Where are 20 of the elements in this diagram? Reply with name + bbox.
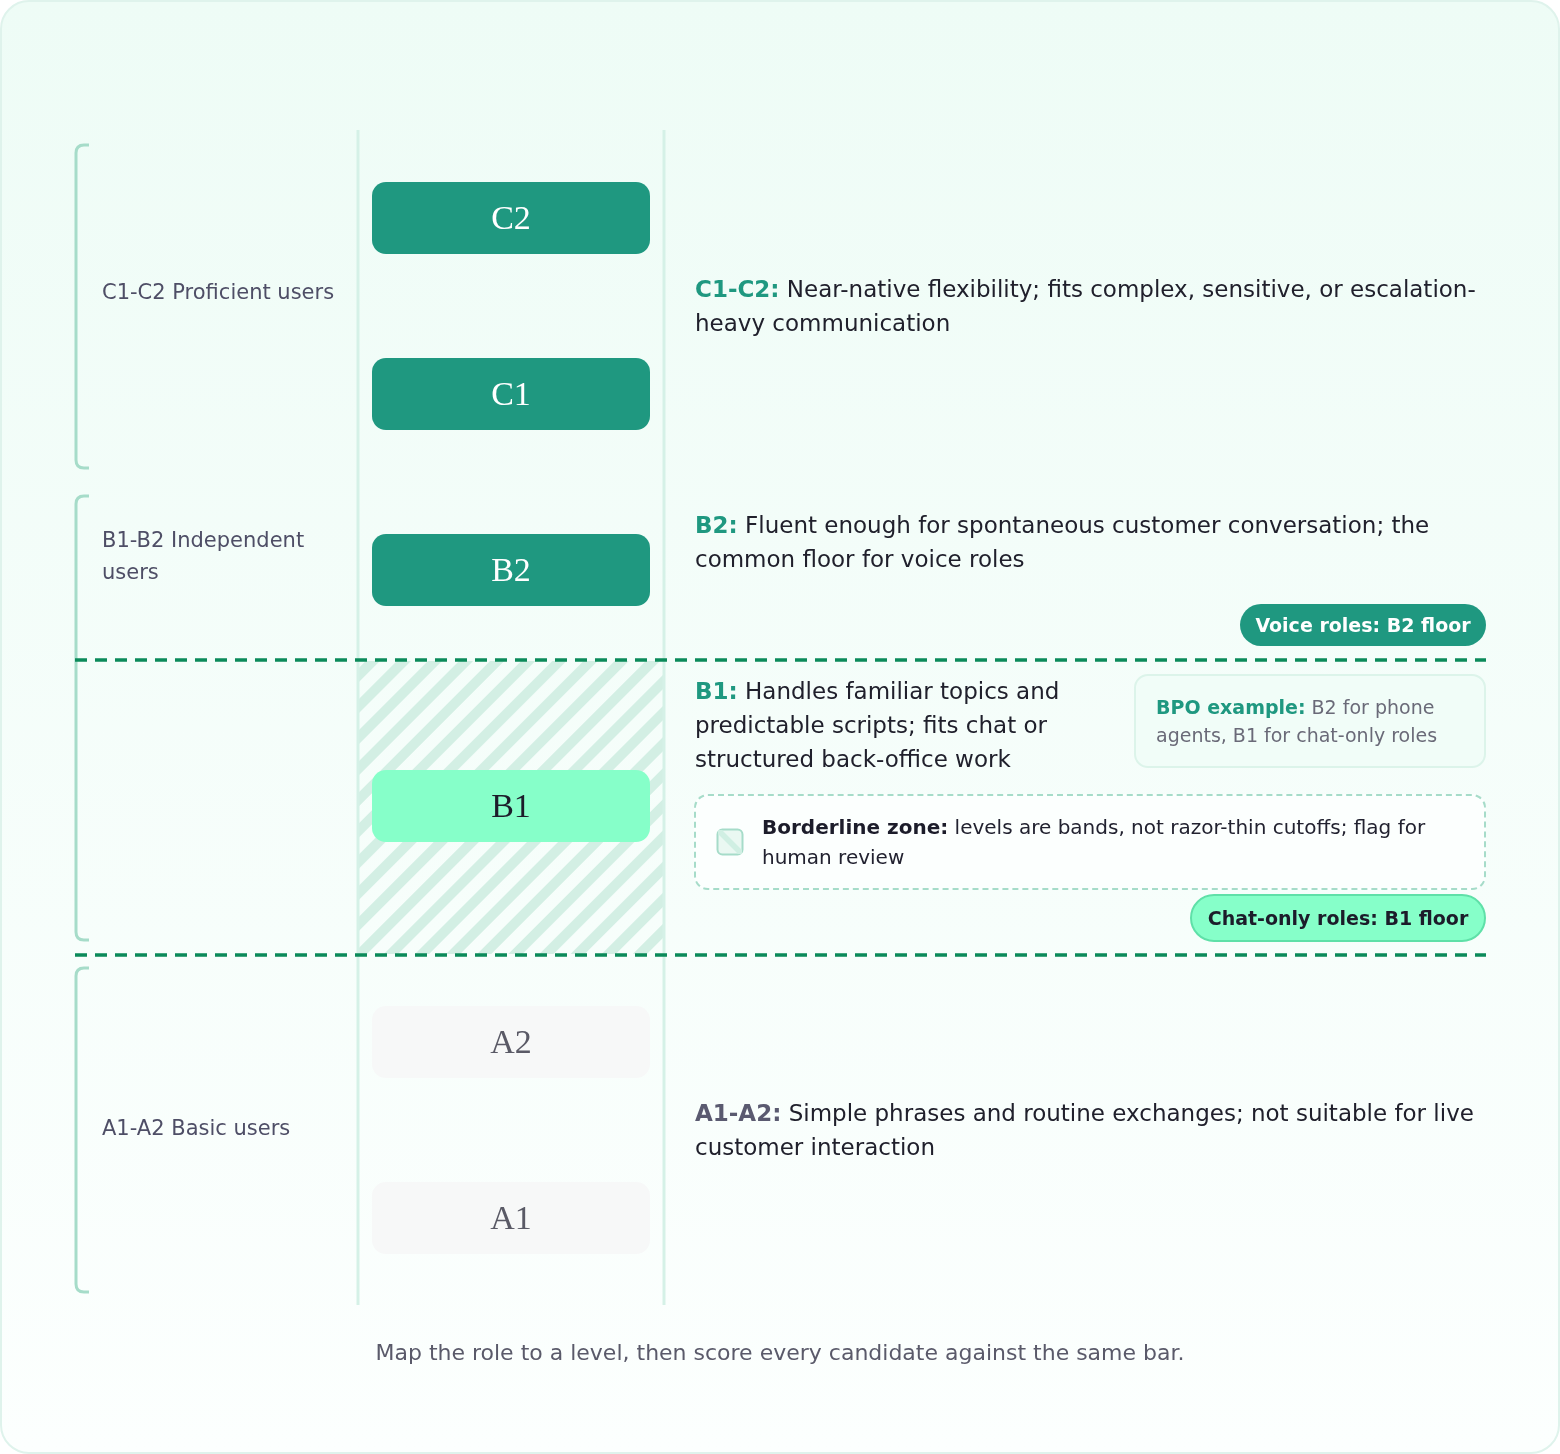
caption: Map the role to a level, then score every candidate against the same bar.	[374, 1340, 1186, 1365]
group-label: B1-B2 Independent users	[102, 527, 306, 586]
level-description: A1-A2: Simple phrases and routine exchanges; not suitable for live customer interaction	[695, 1099, 1475, 1163]
level-box: C1	[372, 358, 650, 430]
level-description: C1-C2: Near-native flexibility; fits complex, sensitive, or escalation-heavy communication	[695, 275, 1477, 339]
example-text: BPO example: B2 for phone agents, B1 for chat-only roles	[1156, 694, 1439, 748]
note-text: Borderline zone: levels are bands, not razor-thin cutoffs; flag for human review	[762, 814, 1427, 871]
level-description: B2: Fluent enough for spontaneous customer conversation; the common floor for voice roles	[695, 511, 1431, 575]
borderline-note	[694, 794, 1486, 890]
level-box: C2	[372, 182, 650, 254]
level-box: B2	[372, 534, 650, 606]
floor-badge: Voice roles: B2 floor	[1240, 604, 1486, 646]
level-box: A2	[372, 1006, 650, 1078]
level-description: B1: Handles familiar topics and predictable scripts; fits chat or structured back-office work	[695, 677, 1061, 775]
group-label: C1-C2 Proficient users	[102, 279, 336, 306]
example-note	[1134, 674, 1486, 768]
group-label: A1-A2 Basic users	[102, 1115, 292, 1142]
level-box: B1	[372, 770, 650, 842]
floor-badge: Chat-only roles: B1 floor	[1190, 894, 1486, 942]
level-box: A1	[372, 1182, 650, 1254]
